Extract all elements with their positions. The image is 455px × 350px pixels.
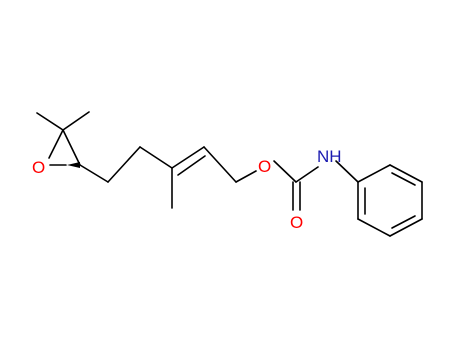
epoxide-oxygen-label: O <box>32 158 45 177</box>
phenyl-inner-1 <box>391 172 416 186</box>
bond-alkene-b <box>177 155 206 176</box>
phenyl-bond-1 <box>357 164 391 183</box>
bond-o-carbonyl <box>273 160 297 183</box>
stereo-wedge-bond <box>67 162 80 168</box>
bond-epoxide-o-c <box>48 129 64 159</box>
bond-methyl-1 <box>36 112 64 131</box>
bond-chain-2 <box>107 146 141 183</box>
phenyl-inner-2 <box>391 215 416 229</box>
bond-epoxide-c-c <box>62 129 81 166</box>
ester-oxygen-label: O <box>258 157 271 176</box>
bond-chain-1 <box>79 164 109 183</box>
bond-chain-3 <box>139 146 173 169</box>
amine-nitrogen-label: NH <box>317 147 342 166</box>
bond-ch2-o <box>235 170 257 183</box>
carbonyl-oxygen-label: O <box>290 213 303 232</box>
bond-n-phenyl <box>335 160 359 183</box>
phenyl-bond-5 <box>357 218 391 237</box>
bond-chain-4 <box>203 146 237 183</box>
bond-methyl-2 <box>62 111 90 131</box>
bond-alkene-a <box>171 146 205 169</box>
phenyl-bond-2 <box>389 164 423 183</box>
phenyl-bond-4 <box>389 218 423 237</box>
bond-carbonyl-n <box>295 166 319 183</box>
